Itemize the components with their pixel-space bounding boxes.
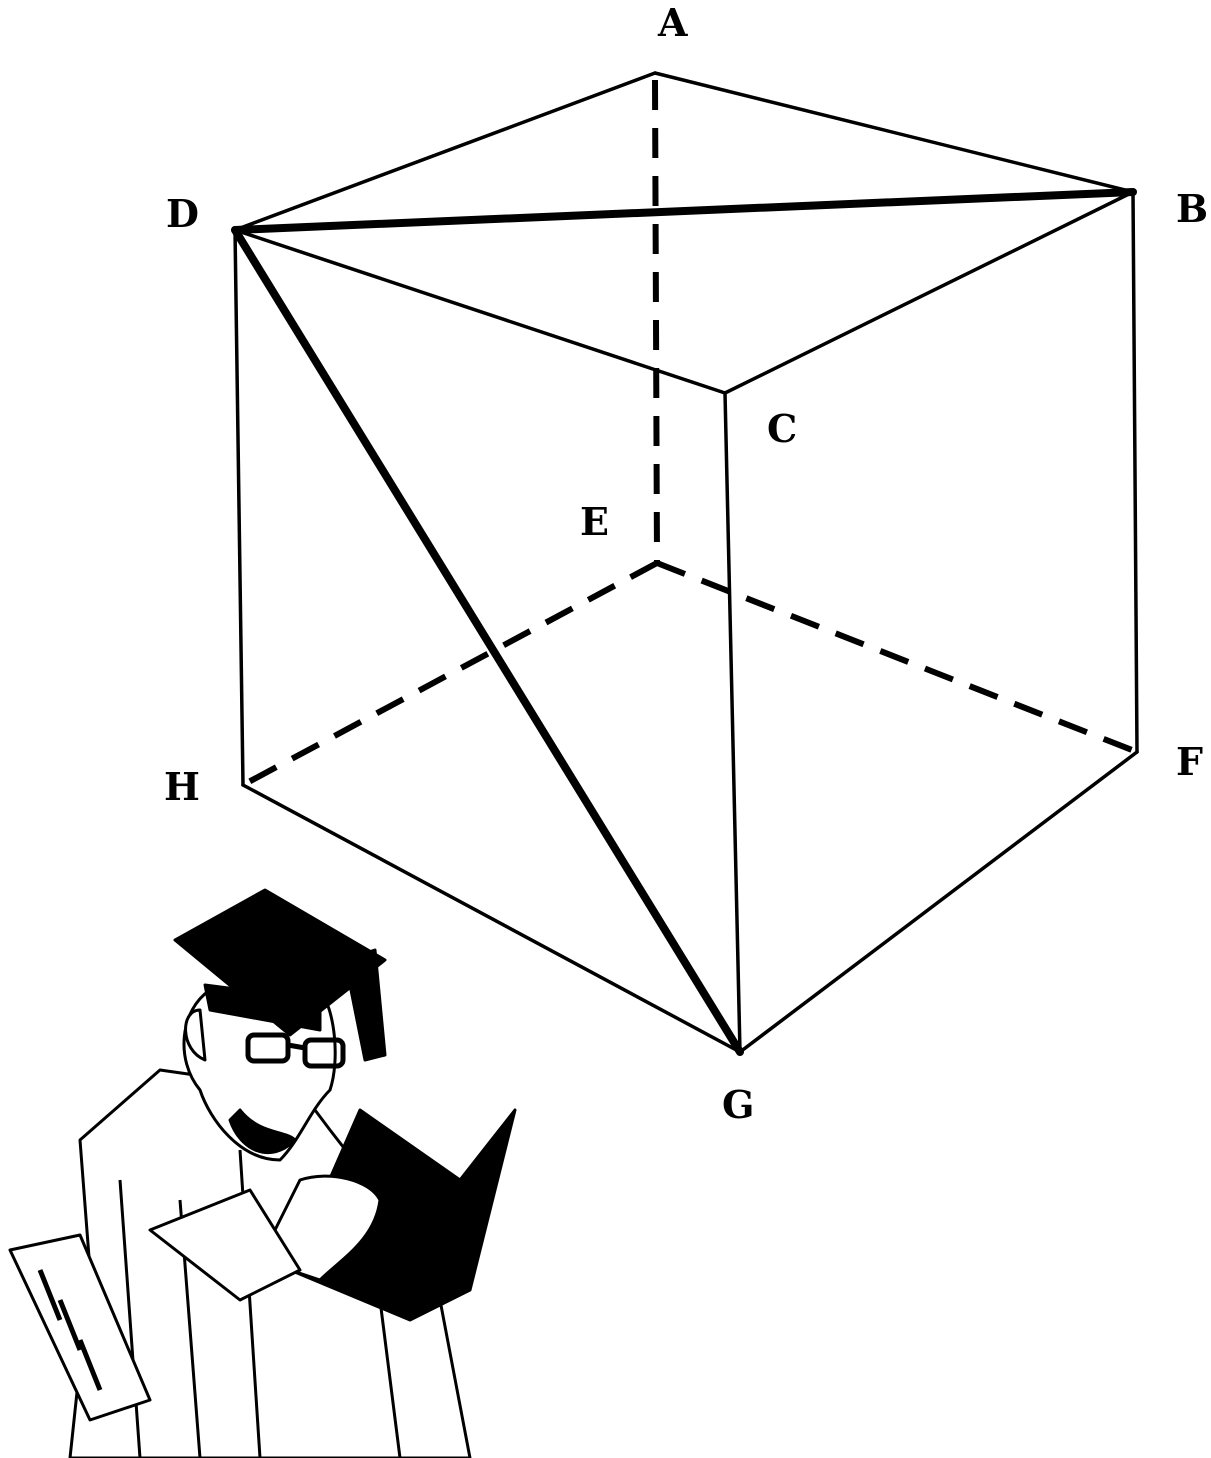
edge-AB bbox=[653, 71, 1135, 194]
edge-DH bbox=[233, 228, 245, 787]
edge-FB bbox=[1131, 190, 1139, 754]
arm bbox=[148, 1188, 302, 1302]
edge-CG bbox=[723, 391, 742, 1054]
edge-HG bbox=[241, 783, 742, 1054]
label-E: E bbox=[580, 499, 609, 544]
head bbox=[182, 988, 337, 1162]
scholar-illustration bbox=[8, 888, 517, 1458]
edge-DC bbox=[233, 228, 727, 395]
diagonal-DB bbox=[231, 188, 1137, 234]
label-A: A bbox=[657, 0, 688, 45]
edge-AD bbox=[233, 71, 657, 232]
beard bbox=[228, 1108, 297, 1155]
solid-edges bbox=[233, 71, 1139, 1054]
edge-CB bbox=[723, 190, 1135, 395]
hidden-edge-EF bbox=[655, 560, 1139, 755]
label-H: H bbox=[164, 764, 200, 809]
edge-GF bbox=[738, 750, 1139, 1054]
mortarboard-base bbox=[203, 983, 322, 1032]
ear bbox=[184, 1008, 207, 1062]
gown-folds bbox=[118, 1149, 402, 1458]
paper-lines bbox=[37, 1269, 103, 1391]
hidden-edges bbox=[241, 79, 1139, 788]
label-D: D bbox=[166, 191, 199, 236]
label-G: G bbox=[722, 1082, 754, 1127]
vertex-labels: A B C D E F G H bbox=[164, 0, 1208, 1127]
label-F: F bbox=[1176, 739, 1203, 784]
label-C: C bbox=[767, 406, 797, 451]
book bbox=[288, 1108, 517, 1322]
label-B: B bbox=[1176, 186, 1208, 231]
glasses bbox=[245, 1032, 346, 1069]
hidden-edge-AE bbox=[652, 79, 660, 564]
highlighted-edges bbox=[231, 188, 1137, 1056]
tassel bbox=[343, 948, 387, 1062]
hidden-edge-EH bbox=[241, 560, 659, 788]
diagonal-DG bbox=[231, 226, 744, 1056]
